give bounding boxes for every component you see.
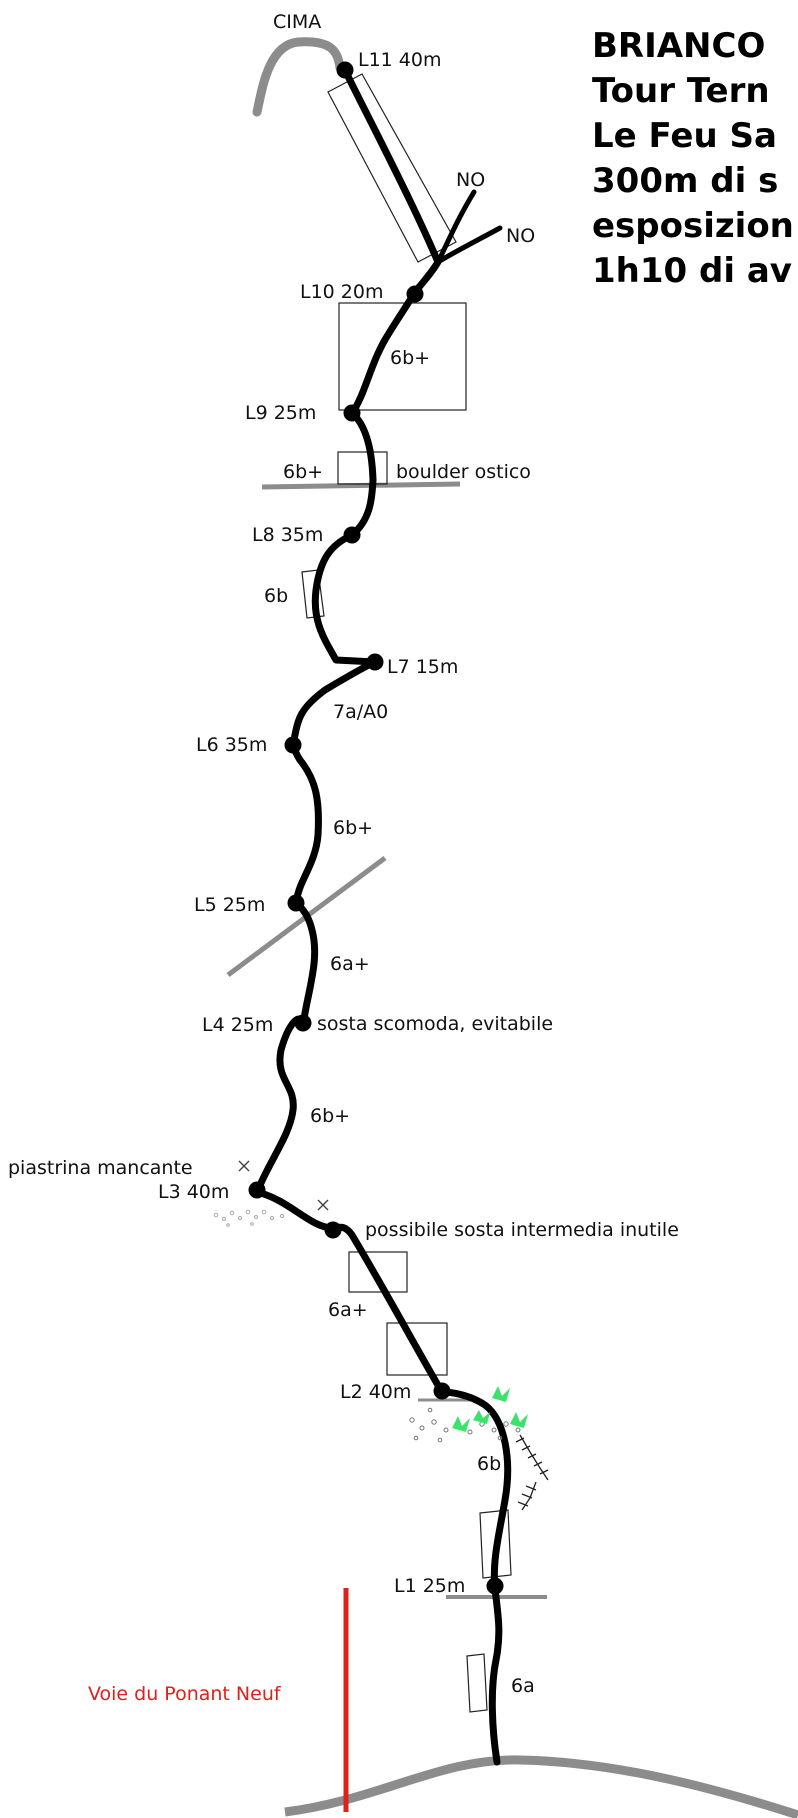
belay-label-l7: L7 15m [387,656,458,678]
belay-dot-l3 [248,1181,266,1199]
pitch-box-base [466,1653,488,1713]
belay-label-l3: L3 40m [158,1181,229,1203]
missing-bolt-markers [238,1160,329,1211]
other-route-label: Voie du Ponant Neuf [88,1683,282,1705]
grade-label-l5: 6a+ [330,953,370,975]
branch-no-upper [435,189,477,265]
grass-icon [452,1386,528,1432]
crack-icon [515,1434,549,1511]
missing-bolt-icon-2 [317,1199,329,1211]
belay-dot-l4 [294,1014,312,1032]
grade-label-l10: 6b+ [390,347,430,369]
main-route-line [253,66,512,1766]
belay-dot-l5 [287,894,305,912]
belay-label-l5: L5 25m [194,894,265,916]
grade-label-l3: 6a+ [328,1299,368,1321]
pitch-box-l3 [348,1251,408,1293]
belay-label-l4: L4 25m [202,1014,273,1036]
belay-label-l2: L2 40m [340,1381,411,1403]
intermediate-belay-dot [324,1221,342,1239]
pitch-box-boulder [337,451,388,485]
belay-label-l8: L8 35m [252,524,323,546]
grade-label-l2: 6b [477,1453,501,1475]
belay-label-l10: L10 20m [300,281,384,303]
belay-dot-l11 [336,61,354,79]
grade-label-l8: 6b [264,585,288,607]
missing-plate-note: piastrina mancante [8,1157,193,1179]
boulder-note: boulder ostico [396,461,531,483]
grade-label-l7: 7a/A0 [333,701,388,723]
belay-dot-l6 [284,736,302,754]
pitch-box-l2 [386,1322,448,1376]
title-line-4: 300m di s [592,161,778,201]
no-label-upper: NO [456,169,485,191]
title-line-6: 1h10 di av [592,251,792,291]
boulder-ledge [261,481,461,490]
grade-label-boulder: 6b+ [283,461,323,483]
missing-bolt-icon-1 [238,1160,250,1172]
belay-dot-l9 [343,404,361,422]
grade-label-base: 6a [511,1675,535,1697]
title-line-1: BRIANCO [592,26,765,66]
summit-ridge [252,37,345,117]
belay-dot-l1 [486,1577,504,1595]
l4-belay-note: sosta scomoda, evitabile [317,1013,553,1035]
grade-label-l4: 6b+ [310,1105,350,1127]
pitch-box-l8 [301,569,325,619]
scree-icon-l3 [213,1209,284,1227]
route-title: BRIANCO Tour Tern Le Feu Sa 300m di s es… [592,26,794,291]
belay-dot-l10 [406,285,424,303]
grade-label-l6: 6b+ [333,817,373,839]
belay-label-l1: L1 25m [394,1575,465,1597]
belay-dot-l2 [433,1382,451,1400]
ground-line [284,1755,798,1818]
summit-label: CIMA [273,11,321,33]
pitch-box-l1 [479,1509,512,1579]
belay-label-l9: L9 25m [245,402,316,424]
belay-dots [248,61,504,1595]
belay-dot-l7 [366,653,384,671]
branch-no-lower [435,225,503,265]
title-line-5: esposizion [592,206,794,246]
belay-label-l6: L6 35m [196,734,267,756]
belay-dot-l8 [343,526,361,544]
belay-label-l11: L11 40m [358,49,442,71]
title-line-3: Le Feu Sa [592,116,777,156]
title-line-2: Tour Tern [592,71,770,111]
pitch-box-l10 [338,302,467,411]
no-label-lower: NO [506,225,535,247]
intermediate-belay-note: possibile sosta intermedia inutile [365,1219,679,1241]
